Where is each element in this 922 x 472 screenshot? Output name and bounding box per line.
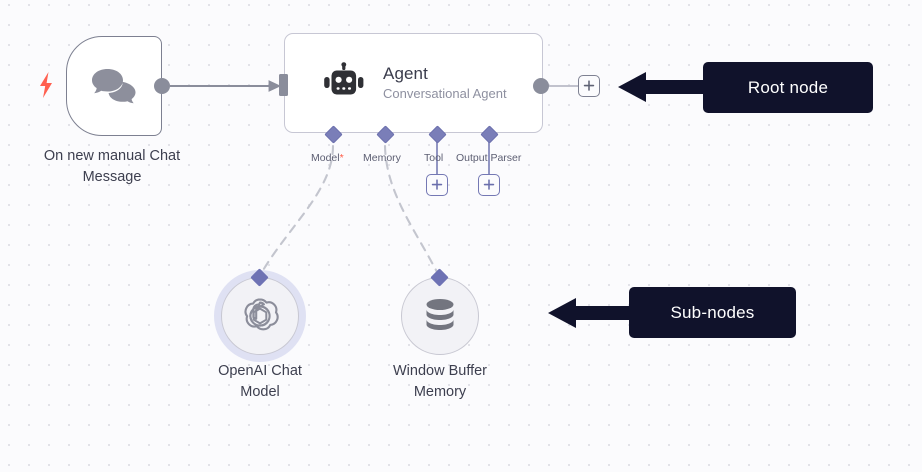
connector-label-output-parser-text: Output Parser bbox=[456, 152, 522, 164]
add-tool-button[interactable] bbox=[426, 174, 448, 196]
node-caption-openai: OpenAI Chat Model bbox=[180, 361, 340, 403]
openai-caption-line2: Model bbox=[240, 384, 280, 401]
callout-sub-nodes: Sub-nodes bbox=[629, 287, 796, 338]
connector-label-tool: Tool bbox=[424, 152, 443, 164]
agent-subtitle: Conversational Agent bbox=[383, 86, 507, 102]
agent-output-port[interactable] bbox=[533, 78, 549, 94]
robot-icon bbox=[324, 62, 364, 95]
add-output-parser-button[interactable] bbox=[478, 174, 500, 196]
chat-bubbles-icon bbox=[92, 69, 136, 104]
connector-label-model: Model* bbox=[311, 152, 344, 164]
sub-nodes-callout-arrow bbox=[548, 298, 646, 328]
plus-icon bbox=[583, 80, 595, 91]
lightning-bolt-icon bbox=[40, 72, 52, 98]
connector-label-memory: Memory bbox=[363, 152, 401, 164]
agent-title: Agent bbox=[383, 64, 428, 84]
plus-icon bbox=[483, 179, 495, 190]
connector-label-output-parser: Output Parser bbox=[456, 152, 521, 164]
trigger-output-port[interactable] bbox=[154, 78, 170, 94]
trigger-caption-line1: On new manual Chat bbox=[43, 148, 181, 164]
callout-sub-nodes-label: Sub-nodes bbox=[670, 302, 755, 322]
connector-label-tool-text: Tool bbox=[424, 152, 444, 164]
edge-model-to-openai bbox=[260, 144, 335, 274]
callout-root-node: Root node bbox=[703, 62, 873, 113]
root-node-callout-arrow bbox=[618, 72, 726, 102]
callout-root-node-label: Root node bbox=[747, 77, 829, 97]
connector-label-model-text: Model bbox=[311, 152, 340, 164]
trigger-caption-line2: Message bbox=[82, 169, 142, 186]
node-caption-memory: Window Buffer Memory bbox=[360, 361, 520, 403]
node-caption-trigger: On new manual Chat Message bbox=[12, 146, 212, 188]
connector-label-memory-text: Memory bbox=[363, 152, 401, 164]
edge-memory-to-memorynode bbox=[383, 144, 439, 274]
openai-caption-line1: OpenAI Chat bbox=[218, 363, 302, 379]
node-window-buffer-memory[interactable] bbox=[401, 277, 479, 355]
required-marker-model: * bbox=[339, 152, 344, 164]
add-after-agent-button[interactable] bbox=[578, 75, 600, 97]
memory-caption-line2: Memory bbox=[413, 384, 467, 401]
node-openai-chat-model[interactable] bbox=[221, 277, 299, 355]
node-agent[interactable]: Agent Conversational Agent bbox=[284, 33, 543, 133]
plus-icon bbox=[431, 179, 443, 190]
agent-input-port[interactable] bbox=[279, 74, 288, 96]
openai-logo-icon bbox=[244, 298, 279, 331]
database-icon bbox=[426, 299, 454, 330]
memory-caption-line1: Window Buffer bbox=[392, 363, 488, 379]
node-on-new-manual-chat-message[interactable] bbox=[66, 36, 162, 136]
